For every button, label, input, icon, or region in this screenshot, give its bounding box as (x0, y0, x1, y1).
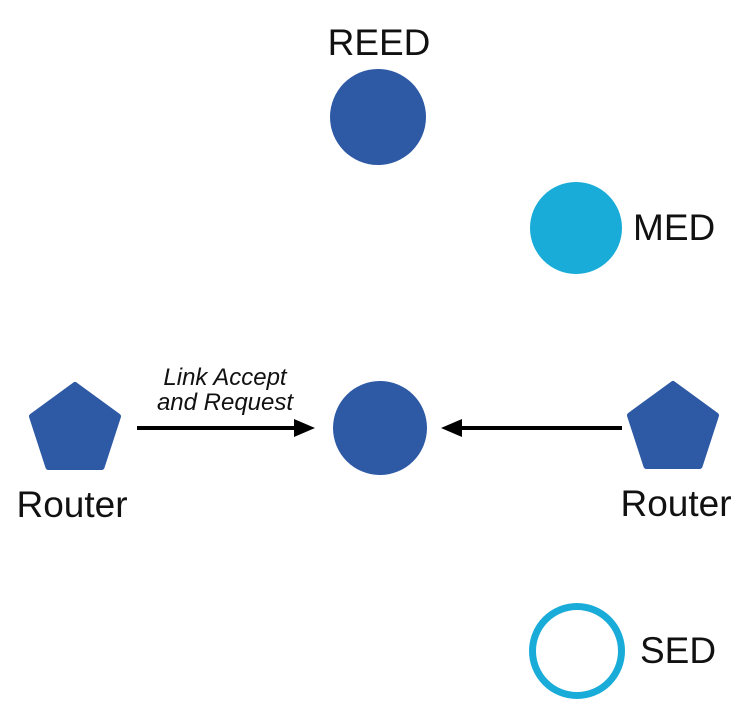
edge-label-line-2: and Request (157, 389, 294, 416)
right-arrow-head-icon (441, 419, 462, 437)
edge-router-left-to-center: Link Accept and Request (137, 364, 315, 437)
node-center (333, 381, 427, 475)
edge-router-right-to-center (441, 419, 622, 437)
reed-node-circle (330, 69, 426, 165)
left-arrow-head-icon (294, 419, 315, 437)
node-router-right: Router (620, 381, 732, 524)
node-reed: REED (328, 22, 431, 165)
router-right-label: Router (620, 483, 731, 524)
reed-node-label: REED (328, 22, 431, 63)
med-node-label: MED (633, 207, 715, 248)
sed-node-circle (529, 603, 625, 699)
router-left-pentagon (29, 382, 121, 470)
node-med: MED (530, 182, 715, 274)
edge-label-line-1: Link Accept (163, 364, 288, 391)
med-node-circle (530, 182, 622, 274)
node-router-left: Router (16, 382, 128, 525)
center-node-circle (333, 381, 427, 475)
node-sed: SED (529, 603, 716, 699)
router-left-label: Router (16, 484, 127, 525)
sed-node-label: SED (640, 630, 716, 671)
router-right-pentagon (627, 381, 719, 469)
